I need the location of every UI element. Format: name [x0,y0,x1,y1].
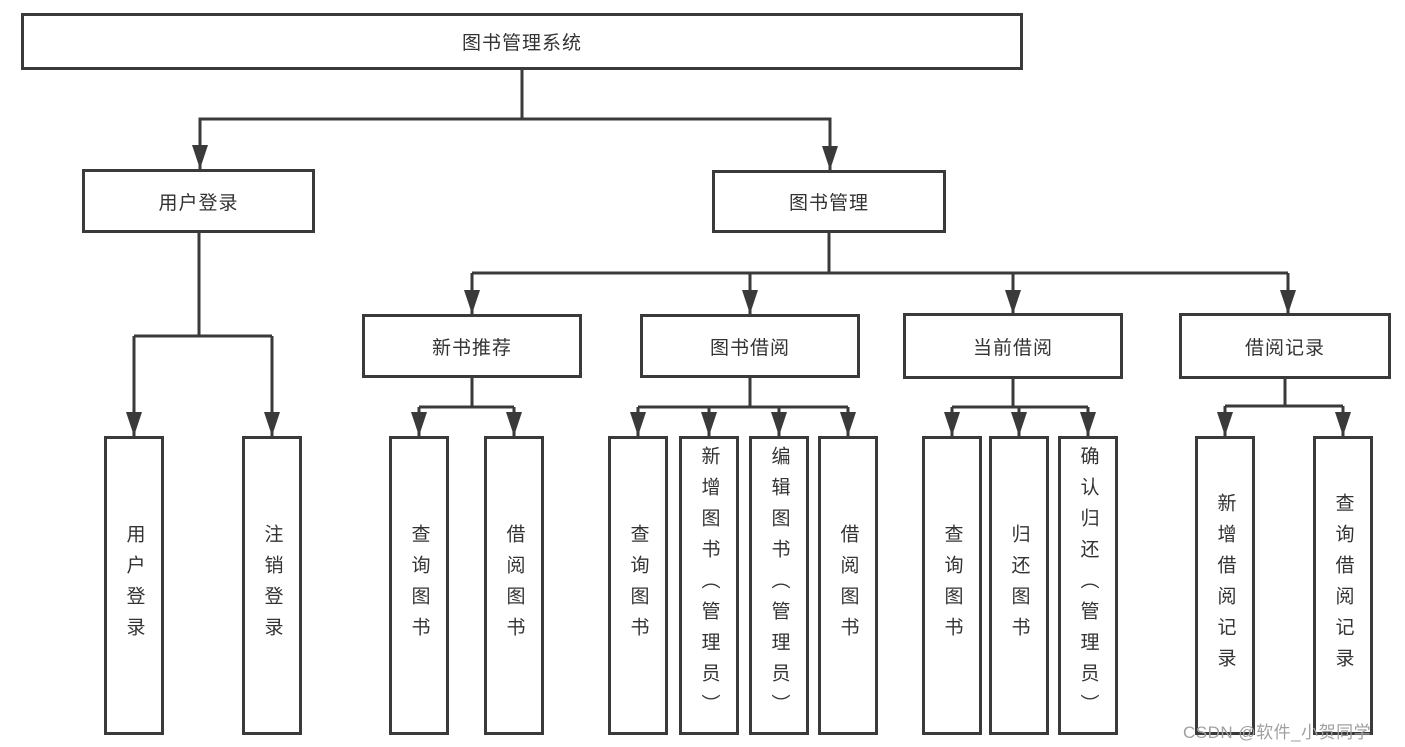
arrow-down-icon [264,412,280,436]
node-book-management-label: 图书管理 [788,193,869,214]
leaf-current-query-books: 查询图书 [922,436,982,735]
csdn-watermark: CSDN @软件_小贺同学 [1183,723,1372,742]
node-borrow-records: 借阅记录 [1179,313,1391,379]
leaf-user-login-label: 用户登录 [123,523,145,648]
node-user-login: 用户登录 [82,169,315,233]
arrow-down-icon [464,290,480,314]
leaf-query-borrow-record: 查询借阅记录 [1313,436,1373,735]
node-root-system-label: 图书管理系统 [461,33,582,54]
leaf-borrow-books: 借阅图书 [818,436,878,735]
arrow-down-icon [840,412,856,436]
leaf-add-books-admin-label: 新增图书（管理员） [698,446,720,725]
leaf-add-borrow-record: 新增借阅记录 [1195,436,1255,735]
leaf-borrow-query-books: 查询图书 [608,436,668,735]
node-borrow-records-label: 借阅记录 [1244,337,1325,359]
arrow-down-icon [771,412,787,436]
node-book-management: 图书管理 [712,170,946,233]
leaf-add-books-admin: 新增图书（管理员） [679,436,739,735]
arrow-down-icon [822,146,838,170]
arrow-down-icon [944,412,960,436]
node-new-book-recommend-label: 新书推荐 [431,337,512,359]
leaf-recommend-borrow-books: 借阅图书 [484,436,544,735]
arrowheads [126,145,1351,436]
arrow-down-icon [411,412,427,436]
node-new-book-recommend: 新书推荐 [362,314,582,378]
arrow-down-icon [1217,412,1233,436]
leaf-edit-books-admin: 编辑图书（管理员） [749,436,809,735]
leaf-current-query-books-label: 查询图书 [941,523,963,648]
node-book-borrow: 图书借阅 [640,314,860,378]
leaf-recommend-borrow-books-label: 借阅图书 [503,523,525,648]
leaf-recommend-query-books: 查询图书 [389,436,449,735]
node-book-borrow-label: 图书借阅 [709,337,790,359]
arrow-down-icon [506,412,522,436]
leaf-recommend-query-books-label: 查询图书 [408,523,430,648]
leaf-confirm-return-admin-label: 确认归还（管理员） [1077,446,1099,725]
leaf-logout: 注销登录 [242,436,302,735]
leaf-user-login: 用户登录 [104,436,164,735]
leaf-add-borrow-record-label: 新增借阅记录 [1214,492,1236,679]
leaf-confirm-return-admin: 确认归还（管理员） [1058,436,1118,735]
node-current-borrow: 当前借阅 [903,313,1123,379]
arrow-down-icon [630,412,646,436]
arrow-down-icon [1335,412,1351,436]
arrow-down-icon [701,412,717,436]
arrow-down-icon [1080,412,1096,436]
leaf-borrow-books-label: 借阅图书 [837,523,859,648]
leaf-return-books: 归还图书 [989,436,1049,735]
node-root-system: 图书管理系统 [21,13,1023,70]
leaf-edit-books-admin-label: 编辑图书（管理员） [768,446,790,725]
leaf-query-borrow-record-label: 查询借阅记录 [1332,492,1354,679]
arrow-down-icon [192,145,208,169]
arrow-down-icon [1011,412,1027,436]
node-current-borrow-label: 当前借阅 [972,337,1053,359]
leaf-logout-label: 注销登录 [261,523,283,648]
arrow-down-icon [1005,290,1021,314]
arrow-down-icon [1280,290,1296,314]
leaf-borrow-query-books-label: 查询图书 [627,523,649,648]
leaf-return-books-label: 归还图书 [1008,523,1030,648]
node-user-login-label: 用户登录 [158,192,239,214]
arrow-down-icon [126,412,142,436]
arrow-down-icon [742,290,758,314]
connector-lines [132,70,1345,436]
